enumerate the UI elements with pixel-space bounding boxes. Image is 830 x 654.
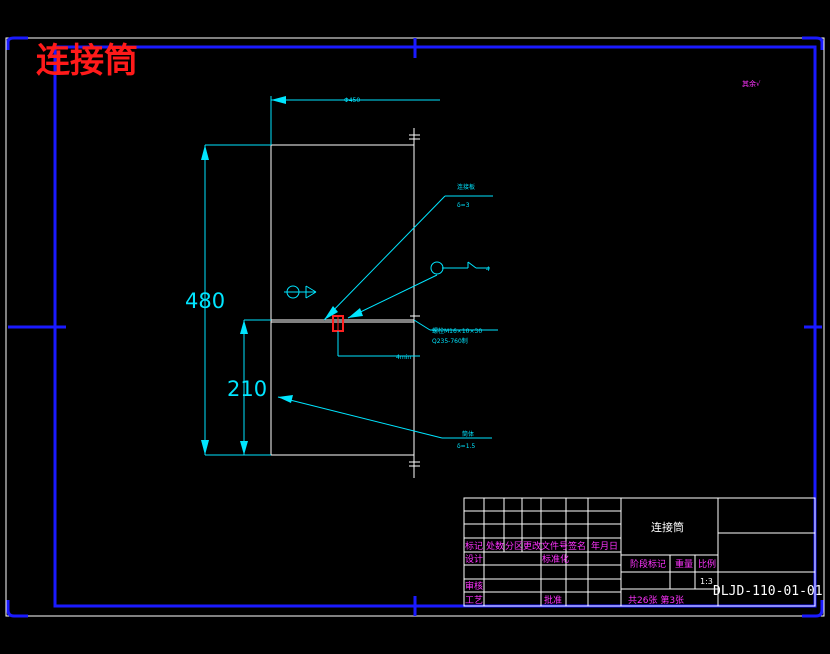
label-process: 工艺 [465,595,483,606]
part-outline [270,128,420,478]
dim-plate-offset: 4min [396,354,411,361]
label-stage: 阶段标记 [630,558,666,570]
header-count: 处数 [486,540,504,552]
title-block-grid [464,498,815,606]
corner-marks [6,36,824,618]
title-block: 连接筒 标记 处数 分区 更改文件号 签名 年月日 设计 标准化 审核 工艺 批… [463,497,823,607]
header-mark: 标记 [465,540,483,552]
sheet-info: 共26张 第3张 [628,594,684,606]
callout-bolt-material: Q235-760制 [432,337,468,345]
watermark-title: 连接筒 [36,41,138,81]
label-review: 审核 [465,580,483,592]
callout-lower-thickness: δ=1.5 [457,443,475,450]
header-zone: 分区 [505,541,523,552]
centering-marks [8,38,822,616]
value-scale: 1:3 [700,577,713,586]
label-standardization: 标准化 [542,553,569,565]
callout-weld-symbol: 4 [486,266,490,273]
callout-lower-part: 筒体 [462,430,474,438]
outer-frame [5,37,825,617]
surface-symbol-circle [286,285,300,299]
dim-lower-height: 210 [227,377,267,401]
dim-top-width: Φ450 [344,97,360,104]
header-signature: 签名 [568,540,586,552]
label-scale: 比例 [698,558,716,570]
header-change-doc: 更改文件号 [523,540,568,552]
callout-upper-thickness: δ=3 [457,202,470,209]
label-approve: 批准 [544,594,562,606]
weld-symbol-circle [430,261,444,275]
header-date: 年月日 [591,540,618,552]
title-part-name: 连接筒 [651,520,684,534]
label-designer: 设计 [465,553,483,565]
inner-frame [53,45,817,608]
callout-upper-part: 连接板 [457,183,475,191]
callout-bolt-spec: 螺栓M16×10×30 [432,327,482,335]
drawing-number: DLJD-110-01-01 [713,584,823,599]
dim-overall-height: 480 [185,289,225,313]
dimension-lines [204,96,498,456]
roughness-note: 其余√ [742,79,761,88]
label-weight: 重量 [675,558,693,570]
arrowheads [201,96,363,455]
